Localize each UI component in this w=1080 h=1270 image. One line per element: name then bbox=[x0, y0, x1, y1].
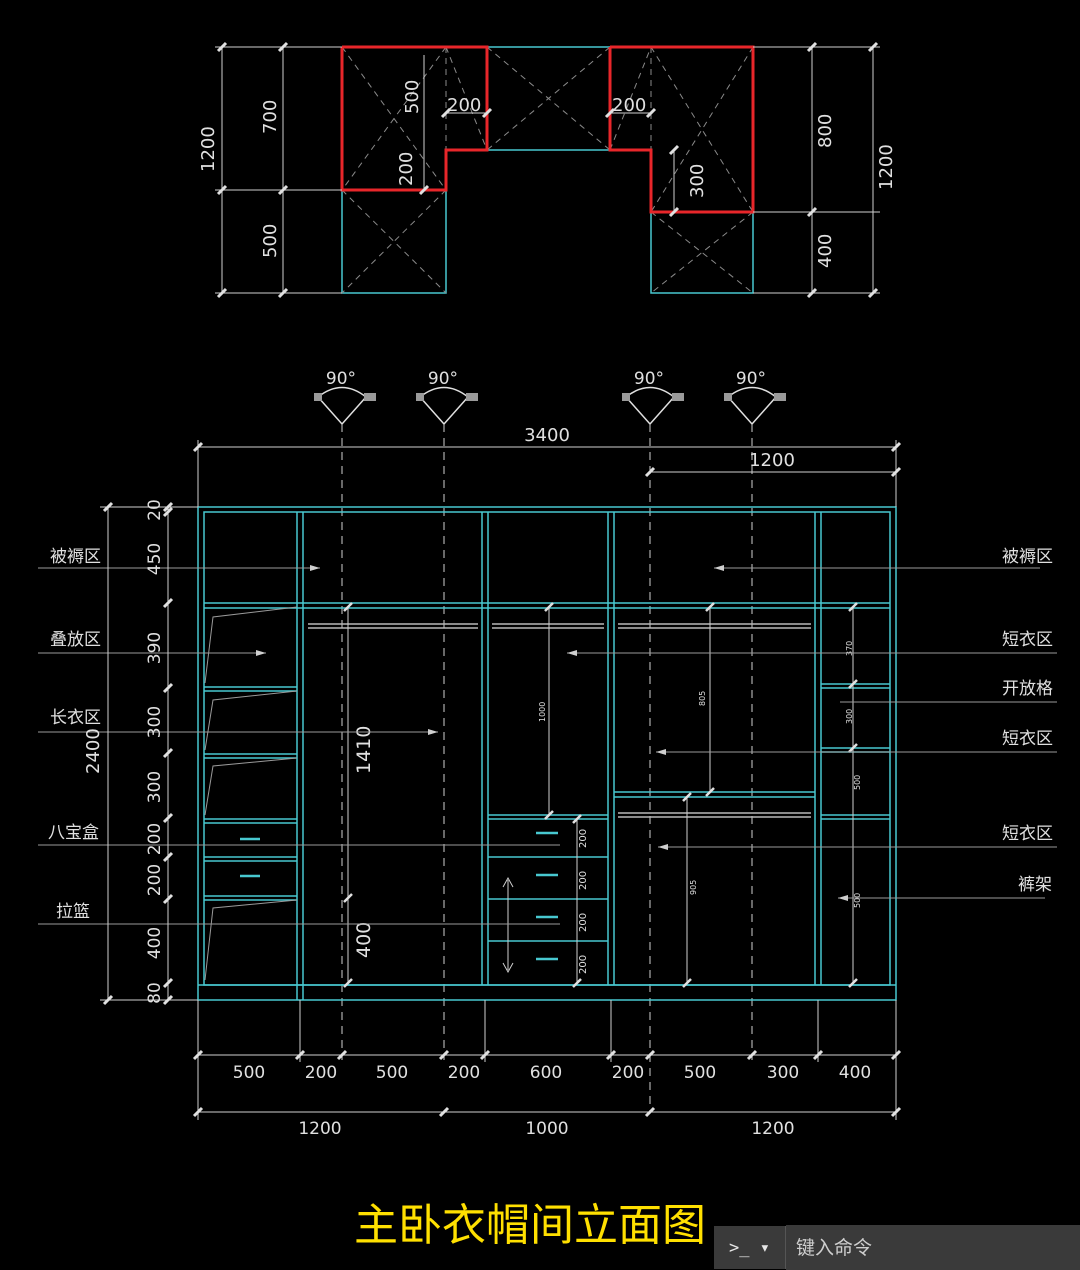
right-label-1: 被褥区 bbox=[1002, 547, 1053, 567]
left-label-5: 拉篮 bbox=[56, 902, 90, 922]
dim-col3-drawer-1: 200 bbox=[578, 829, 589, 848]
cabinet-outline bbox=[197, 506, 897, 1001]
plan-dim-right-upper: 800 bbox=[815, 114, 836, 148]
dim-overall-width: 3400 bbox=[524, 425, 570, 446]
left-label-4: 八宝盒 bbox=[48, 823, 99, 843]
dim-bottom-6: 200 bbox=[612, 1063, 644, 1083]
dim-bottom-2: 200 bbox=[305, 1063, 337, 1083]
command-bar: >_ ▾ bbox=[714, 1225, 1080, 1270]
dim-col2-top: 1410 bbox=[353, 726, 375, 774]
command-input[interactable] bbox=[786, 1225, 1080, 1270]
left-label-1: 被褥区 bbox=[50, 547, 101, 567]
zone-labels: 被褥区 叠放区 长衣区 八宝盒 拉篮 被褥区 短衣区 开放格 短衣区 短衣区 裤… bbox=[48, 547, 1053, 922]
angle-label-2: 90° bbox=[428, 369, 458, 389]
dim-col3-drawer-2: 200 bbox=[578, 871, 589, 890]
dim-bottom-1: 500 bbox=[233, 1063, 265, 1083]
dim-left-seg-2: 450 bbox=[145, 543, 165, 575]
dim-left-seg-3: 390 bbox=[145, 632, 165, 664]
dim-overall-height: 2400 bbox=[83, 728, 104, 774]
dim-bottom-5: 600 bbox=[530, 1063, 562, 1083]
dim-bottom-8: 300 bbox=[767, 1063, 799, 1083]
angle-label-3: 90° bbox=[634, 369, 664, 389]
dim-left-seg-8: 400 bbox=[145, 927, 165, 959]
plan-dim-inner-300: 300 bbox=[687, 164, 708, 198]
right-label-4: 短衣区 bbox=[1002, 729, 1053, 749]
plan-view: 1200 700 500 1200 800 400 500 200 200 20… bbox=[198, 41, 897, 299]
drawing-title: 主卧衣帽间立面图 bbox=[354, 1200, 706, 1251]
dim-col2-bottom: 400 bbox=[353, 922, 375, 958]
command-prompt-button[interactable]: >_ ▾ bbox=[714, 1226, 786, 1269]
plan-dim-left-lower: 500 bbox=[260, 224, 281, 258]
dim-bottom-4: 200 bbox=[448, 1063, 480, 1083]
left-label-2: 叠放区 bbox=[50, 630, 101, 650]
elevation-view: 1410 400 1000 200 200 200 200 805 905 37… bbox=[38, 424, 1057, 1112]
angle-label-1: 90° bbox=[326, 369, 356, 389]
left-label-3: 长衣区 bbox=[50, 708, 101, 728]
dim-col3-hang: 1000 bbox=[538, 702, 547, 722]
dim-bottom-9: 400 bbox=[839, 1063, 871, 1083]
dim-bottom-7: 500 bbox=[684, 1063, 716, 1083]
right-label-2: 短衣区 bbox=[1002, 630, 1053, 650]
door-angle-marks: 90° 90° 90° 90° bbox=[314, 369, 786, 426]
dim-col4-upper: 805 bbox=[698, 691, 707, 706]
dim-col5-2: 300 bbox=[845, 709, 854, 724]
plan-dim-inner-500: 500 bbox=[402, 80, 423, 114]
plan-dim-right-lower: 400 bbox=[815, 234, 836, 268]
right-label-6: 裤架 bbox=[1018, 875, 1052, 895]
dim-bottom-3: 500 bbox=[376, 1063, 408, 1083]
dim-col5-1: 370 bbox=[845, 641, 854, 656]
dim-left-seg-6: 200 bbox=[145, 823, 165, 855]
right-label-5: 短衣区 bbox=[1002, 824, 1053, 844]
plan-dim-left-upper: 700 bbox=[260, 100, 281, 134]
dim-bottom-group-2: 1000 bbox=[525, 1119, 568, 1139]
dim-bottom-group-1: 1200 bbox=[298, 1119, 341, 1139]
plan-dim-inner-200b: 200 bbox=[612, 95, 646, 116]
plan-dim-right-overall: 1200 bbox=[876, 144, 897, 190]
plan-dim-inner-200c: 200 bbox=[396, 152, 417, 186]
plan-dim-left-overall: 1200 bbox=[198, 126, 219, 172]
dim-col3-drawer-3: 200 bbox=[578, 913, 589, 932]
angle-label-4: 90° bbox=[736, 369, 766, 389]
dim-col5-4: 500 bbox=[853, 893, 862, 908]
dim-left-seg-7: 200 bbox=[145, 864, 165, 896]
right-label-3: 开放格 bbox=[1002, 679, 1053, 699]
dim-left-seg-5: 300 bbox=[145, 771, 165, 803]
dim-col4-lower: 905 bbox=[689, 880, 698, 895]
dim-left-seg-1: 20 bbox=[145, 499, 165, 521]
plan-dim-inner-200a: 200 bbox=[447, 95, 481, 116]
dim-col5-3: 500 bbox=[853, 775, 862, 790]
dim-right-1200: 1200 bbox=[749, 450, 795, 471]
dim-bottom-group-3: 1200 bbox=[751, 1119, 794, 1139]
dim-left-seg-4: 300 bbox=[145, 706, 165, 738]
plan-red-right bbox=[608, 45, 755, 214]
dim-col3-drawer-4: 200 bbox=[578, 955, 589, 974]
outer-dimensions: 3400 1200 2400 20 450 390 300 300 200 20… bbox=[83, 425, 902, 1139]
dim-left-seg-9: 80 bbox=[145, 982, 165, 1004]
